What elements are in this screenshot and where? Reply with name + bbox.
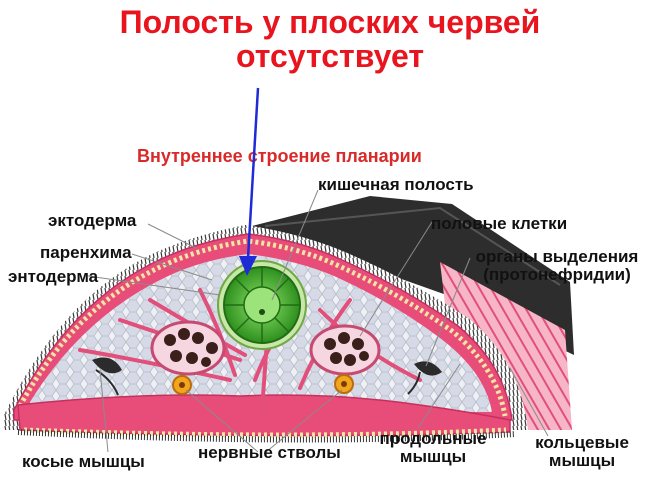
label-circular-muscles: кольцевые мышцы bbox=[512, 434, 652, 470]
label-intestinal-cavity: кишечная полость bbox=[318, 175, 474, 194]
label-oblique-muscles: косые мышцы bbox=[22, 452, 145, 471]
label-endoderm: энтодерма bbox=[8, 267, 99, 286]
intestine bbox=[217, 260, 307, 350]
slide-title-line-2: отсутствует bbox=[236, 38, 424, 74]
leader-lines bbox=[87, 189, 549, 453]
label-longitudinal-line-2: мышцы bbox=[399, 447, 467, 466]
label-excretory-line-2: (протонефридии) bbox=[483, 265, 631, 284]
protonephridia bbox=[92, 357, 442, 396]
label-excretory-organs: органы выделения (протонефридии) bbox=[462, 248, 652, 284]
label-circular-line-1: кольцевые bbox=[535, 433, 629, 452]
label-longitudinal-muscles: продольные мышцы bbox=[368, 430, 498, 466]
label-circular-line-2: мышцы bbox=[548, 451, 616, 470]
label-nerve-trunks: нервные стволы bbox=[198, 443, 341, 462]
label-longitudinal-line-1: продольные bbox=[379, 429, 487, 448]
ventral-wall bbox=[17, 394, 511, 437]
slide-title-line-1: Полость у плоских червей bbox=[119, 4, 541, 40]
nerve-trunks bbox=[172, 374, 354, 395]
label-ectoderm: эктодерма bbox=[48, 211, 137, 230]
gonad-right bbox=[309, 324, 381, 376]
label-sex-cells: половые клетки bbox=[431, 214, 568, 233]
label-parenchyma: паренхима bbox=[40, 243, 132, 262]
gonad-left bbox=[150, 320, 226, 376]
epidermal-cells bbox=[17, 238, 508, 417]
diagram-subtitle: Внутреннее строение планарии bbox=[137, 146, 422, 166]
cavity-arrow bbox=[239, 87, 260, 276]
label-excretory-line-1: органы выделения bbox=[475, 247, 639, 266]
